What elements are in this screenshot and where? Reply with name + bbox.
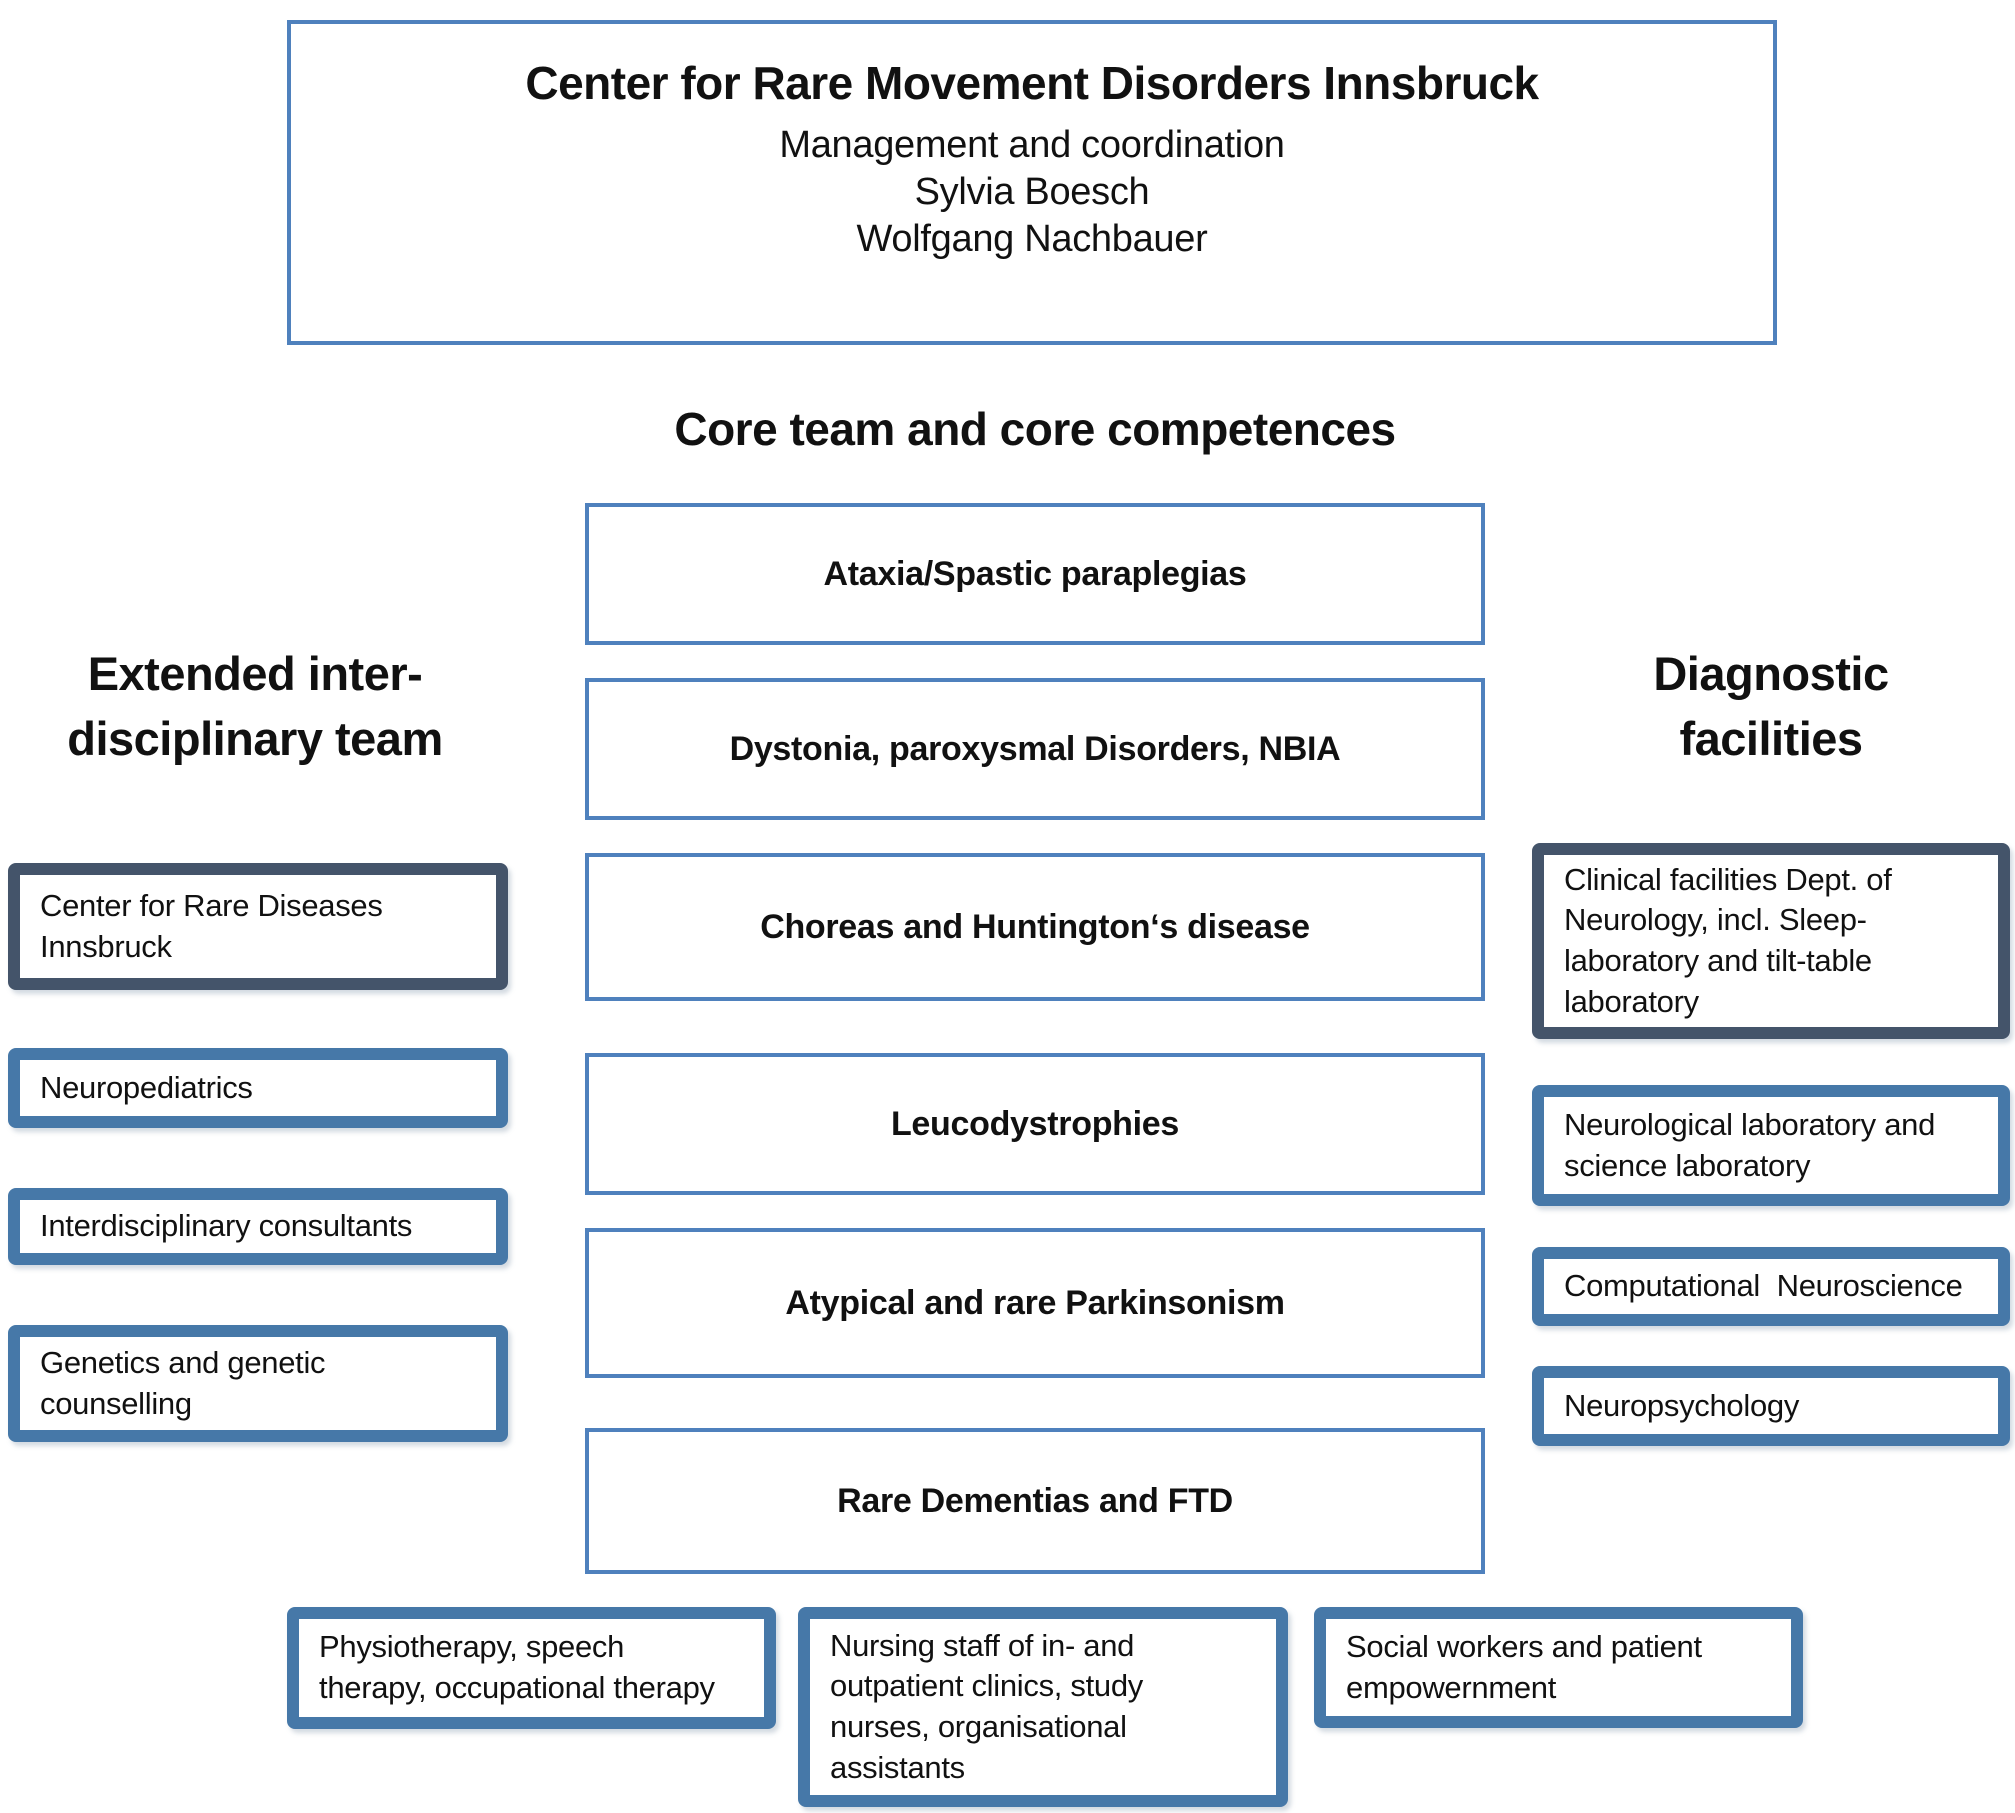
extended-box-neuropediatrics: Neuropediatrics	[8, 1048, 508, 1128]
core-box-atypical-rare-parkinsonism: Atypical and rare Parkinsonism	[585, 1228, 1485, 1378]
core-box-ataxia-spastic-paraplegias: Ataxia/Spastic paraplegias	[585, 503, 1485, 645]
core-box-choreas-huntington: Choreas and Huntington‘s disease	[585, 853, 1485, 1001]
box-label: Computational Neuroscience	[1564, 1268, 1963, 1304]
support-box-nursing-staff: Nursing staff of in- and outpatient clin…	[798, 1607, 1288, 1807]
box-label: Rare Dementias and FTD	[837, 1481, 1233, 1520]
management-subtitle: Management and coordination	[779, 124, 1285, 166]
box-label: Interdisciplinary consultants	[40, 1208, 413, 1244]
diagnostic-box-neurological-laboratory: Neurological laboratory and science labo…	[1532, 1085, 2010, 1206]
support-box-physiotherapy: Physiotherapy, speech therapy, occupatio…	[287, 1607, 776, 1729]
manager-name-wolfgang-nachbauer: Wolfgang Nachbauer	[856, 218, 1208, 261]
box-label: Neurological laboratory and science labo…	[1564, 1106, 1936, 1183]
center-title: Center for Rare Movement Disorders Innsb…	[525, 57, 1539, 109]
box-label: Center for Rare Diseases Innsbruck	[40, 887, 383, 964]
box-label: Neuropediatrics	[40, 1069, 253, 1105]
box-label: Ataxia/Spastic paraplegias	[823, 554, 1247, 593]
core-team-title: Core team and core competences	[674, 403, 1396, 455]
core-box-dystonia-paroxysmal-nbia: Dystonia, paroxysmal Disorders, NBIA	[585, 678, 1485, 820]
box-label: Dystonia, paroxysmal Disorders, NBIA	[729, 729, 1341, 768]
diagnostic-box-computational-neuroscience: Computational Neuroscience	[1532, 1247, 2010, 1326]
core-box-leucodystrophies: Leucodystrophies	[585, 1053, 1485, 1195]
diagnostic-box-clinical-facilities: Clinical facilities Dept. of Neurology, …	[1532, 843, 2010, 1039]
box-label: Physiotherapy, speech therapy, occupatio…	[319, 1629, 715, 1705]
extended-team-title: Extended inter- disciplinary team	[67, 647, 443, 765]
core-box-rare-dementias-ftd: Rare Dementias and FTD	[585, 1428, 1485, 1574]
box-label: Neuropsychology	[1564, 1387, 1800, 1423]
manager-name-sylvia-boesch: Sylvia Boesch	[914, 171, 1150, 214]
support-box-social-workers: Social workers and patient empowernment	[1314, 1607, 1803, 1728]
diagnostic-facilities-title: Diagnostic facilities	[1653, 647, 1889, 765]
box-label: Leucodystrophies	[890, 1104, 1180, 1143]
box-label: Social workers and patient empowernment	[1346, 1628, 1702, 1705]
extended-box-interdisciplinary-consultants: Interdisciplinary consultants	[8, 1188, 508, 1265]
extended-box-genetics-counselling: Genetics and genetic counselling	[8, 1325, 508, 1442]
management-box: Center for Rare Movement Disorders Innsb…	[287, 20, 1777, 345]
box-label: Atypical and rare Parkinsonism	[785, 1283, 1285, 1322]
box-label: Clinical facilities Dept. of Neurology, …	[1564, 861, 1892, 1019]
diagnostic-box-neuropsychology: Neuropsychology	[1532, 1366, 2010, 1446]
box-label: Choreas and Huntington‘s disease	[760, 907, 1310, 946]
management-box-content: Center for Rare Movement Disorders Innsb…	[291, 24, 1773, 263]
box-label: Nursing staff of in- and outpatient clin…	[830, 1627, 1144, 1785]
extended-box-center-rare-diseases: Center for Rare Diseases Innsbruck	[8, 863, 508, 990]
box-label: Genetics and genetic counselling	[40, 1344, 326, 1421]
